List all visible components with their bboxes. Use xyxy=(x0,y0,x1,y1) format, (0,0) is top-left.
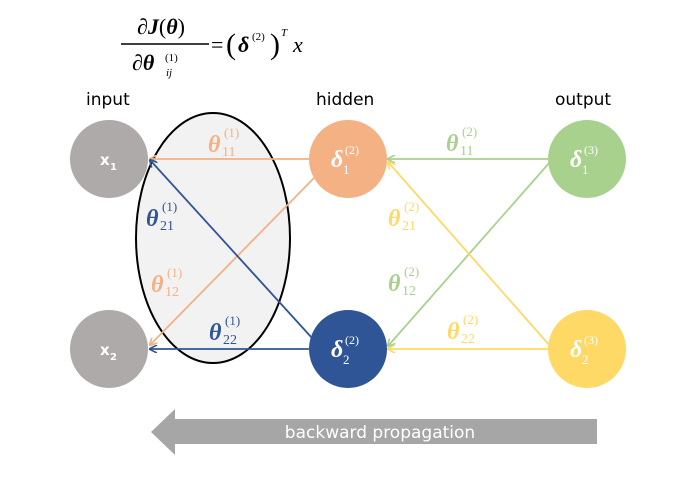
theta-sub: 12 xyxy=(165,285,179,300)
edge-theta12-1 xyxy=(150,177,315,345)
node-o2-sub: 2 xyxy=(582,352,589,367)
weight-label-theta12-2: θ (2) 12 xyxy=(388,264,419,299)
backward-propagation-label: backward propagation xyxy=(285,423,475,443)
layer-label-output: output xyxy=(555,90,611,110)
theta-sub: 11 xyxy=(460,144,473,159)
weight-label-theta11-2: θ (2) 11 xyxy=(446,124,477,159)
theta-sub: 21 xyxy=(160,219,174,234)
theta-sup: (2) xyxy=(462,124,477,139)
formula-denominator: ∂θ xyxy=(132,50,155,75)
formula-paren-close: ) xyxy=(270,28,280,61)
weight-label-theta11-1: θ (1) 11 xyxy=(208,125,239,160)
node-h1-sup: (2) xyxy=(345,143,359,157)
node-x2-label: x xyxy=(100,341,110,359)
theta-sub: 21 xyxy=(402,219,416,234)
node-o1-sub: 1 xyxy=(582,162,589,177)
layer-label-hidden: hidden xyxy=(316,90,374,110)
weight-label-theta22-2: θ (2) 22 xyxy=(447,312,478,347)
node-o2-sup: (3) xyxy=(584,333,598,347)
node-x2-sub: 2 xyxy=(110,352,117,363)
formula-transpose: T xyxy=(281,27,288,39)
formula-numerator: ∂J(θ) xyxy=(137,14,185,39)
theta-symbol: θ xyxy=(446,131,459,157)
theta-symbol: θ xyxy=(447,319,460,345)
formula-denominator-sup: (1) xyxy=(165,52,178,64)
theta-symbol: θ xyxy=(208,132,221,158)
node-x1-label: x xyxy=(100,151,110,169)
highlight-ellipse xyxy=(135,112,291,364)
weight-label-theta21-2: θ (2) 21 xyxy=(388,199,419,234)
node-output-1: δ (3) 1 xyxy=(548,120,626,198)
node-x1-sub: 1 xyxy=(110,162,117,173)
left-arrow-icon xyxy=(151,409,597,455)
theta-symbol: θ xyxy=(146,206,159,232)
node-input-x2: x 2 xyxy=(70,310,148,388)
node-h1-label: δ xyxy=(331,147,343,173)
weight-label-theta22-1: θ (1) 22 xyxy=(209,313,240,348)
theta-sup: (2) xyxy=(404,199,419,214)
formula-delta: δ xyxy=(238,32,249,57)
node-o1-sup: (3) xyxy=(584,143,598,157)
node-input-x1: x 1 xyxy=(70,120,148,198)
theta-sup: (2) xyxy=(463,312,478,327)
layer-label-input: input xyxy=(86,90,130,110)
edge-theta21-1 xyxy=(150,160,313,339)
theta-symbol: θ xyxy=(209,320,222,346)
formula-x: x xyxy=(292,32,303,57)
formula-paren-open: ( xyxy=(226,28,236,61)
theta-sup: (1) xyxy=(224,125,239,140)
node-h2-label: δ xyxy=(331,337,343,363)
gradient-formula: ∂J(θ) ∂θ (1) ij = ( δ (2) ) T x xyxy=(121,14,303,79)
theta-sub: 22 xyxy=(461,332,475,347)
theta-sub: 22 xyxy=(223,333,237,348)
theta-sup: (1) xyxy=(225,313,240,328)
node-h2-sub: 2 xyxy=(343,352,350,367)
formula-denominator-sub: ij xyxy=(166,67,172,79)
formula-equals: = xyxy=(211,32,223,57)
weight-label-theta21-1: θ (1) 21 xyxy=(146,199,177,234)
backward-propagation-arrow: backward propagation xyxy=(151,409,597,455)
theta-symbol: θ xyxy=(151,272,164,298)
theta-sub: 11 xyxy=(222,145,235,160)
weight-label-theta12-1: θ (1) 12 xyxy=(151,265,182,300)
theta-sub: 12 xyxy=(402,284,416,299)
node-hidden-2: δ (2) 2 xyxy=(309,310,387,388)
edge-theta21-2 xyxy=(388,162,551,347)
node-o2-label: δ xyxy=(570,337,582,363)
node-o1-label: δ xyxy=(570,147,582,173)
theta-sup: (1) xyxy=(162,199,177,214)
formula-delta-sup: (2) xyxy=(252,31,265,43)
node-h1-sub: 1 xyxy=(343,162,350,177)
node-output-2: δ (3) 2 xyxy=(548,310,626,388)
theta-sup: (2) xyxy=(404,264,419,279)
node-h2-sup: (2) xyxy=(345,333,359,347)
theta-symbol: θ xyxy=(388,271,401,297)
theta-symbol: θ xyxy=(388,206,401,232)
node-hidden-1: δ (2) 1 xyxy=(309,120,387,198)
theta-sup: (1) xyxy=(167,265,182,280)
